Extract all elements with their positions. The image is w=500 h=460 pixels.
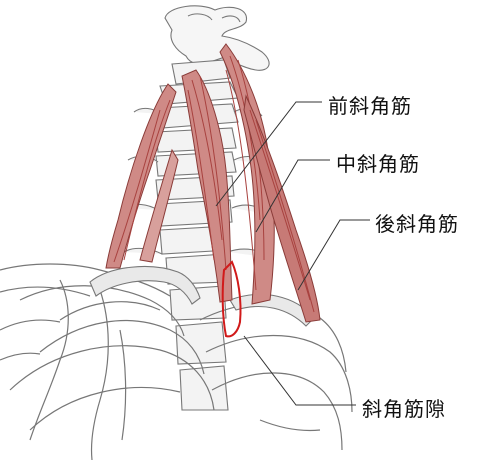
- leader-lines: [215, 101, 370, 406]
- scalene-gap-label: 斜角筋隙: [362, 397, 446, 421]
- skull-base: [164, 5, 270, 71]
- anterior-scalene-label: 前斜角筋: [328, 94, 412, 118]
- middle-scalene-label: 中斜角筋: [336, 152, 420, 176]
- posterior-scalene-muscle: [243, 94, 321, 323]
- scalene-gap-outline: [221, 260, 242, 338]
- anterior-scalene-muscle: [181, 69, 233, 303]
- posterior-scalene-label: 後斜角筋: [375, 212, 459, 236]
- left-scalene-muscles: [105, 83, 179, 269]
